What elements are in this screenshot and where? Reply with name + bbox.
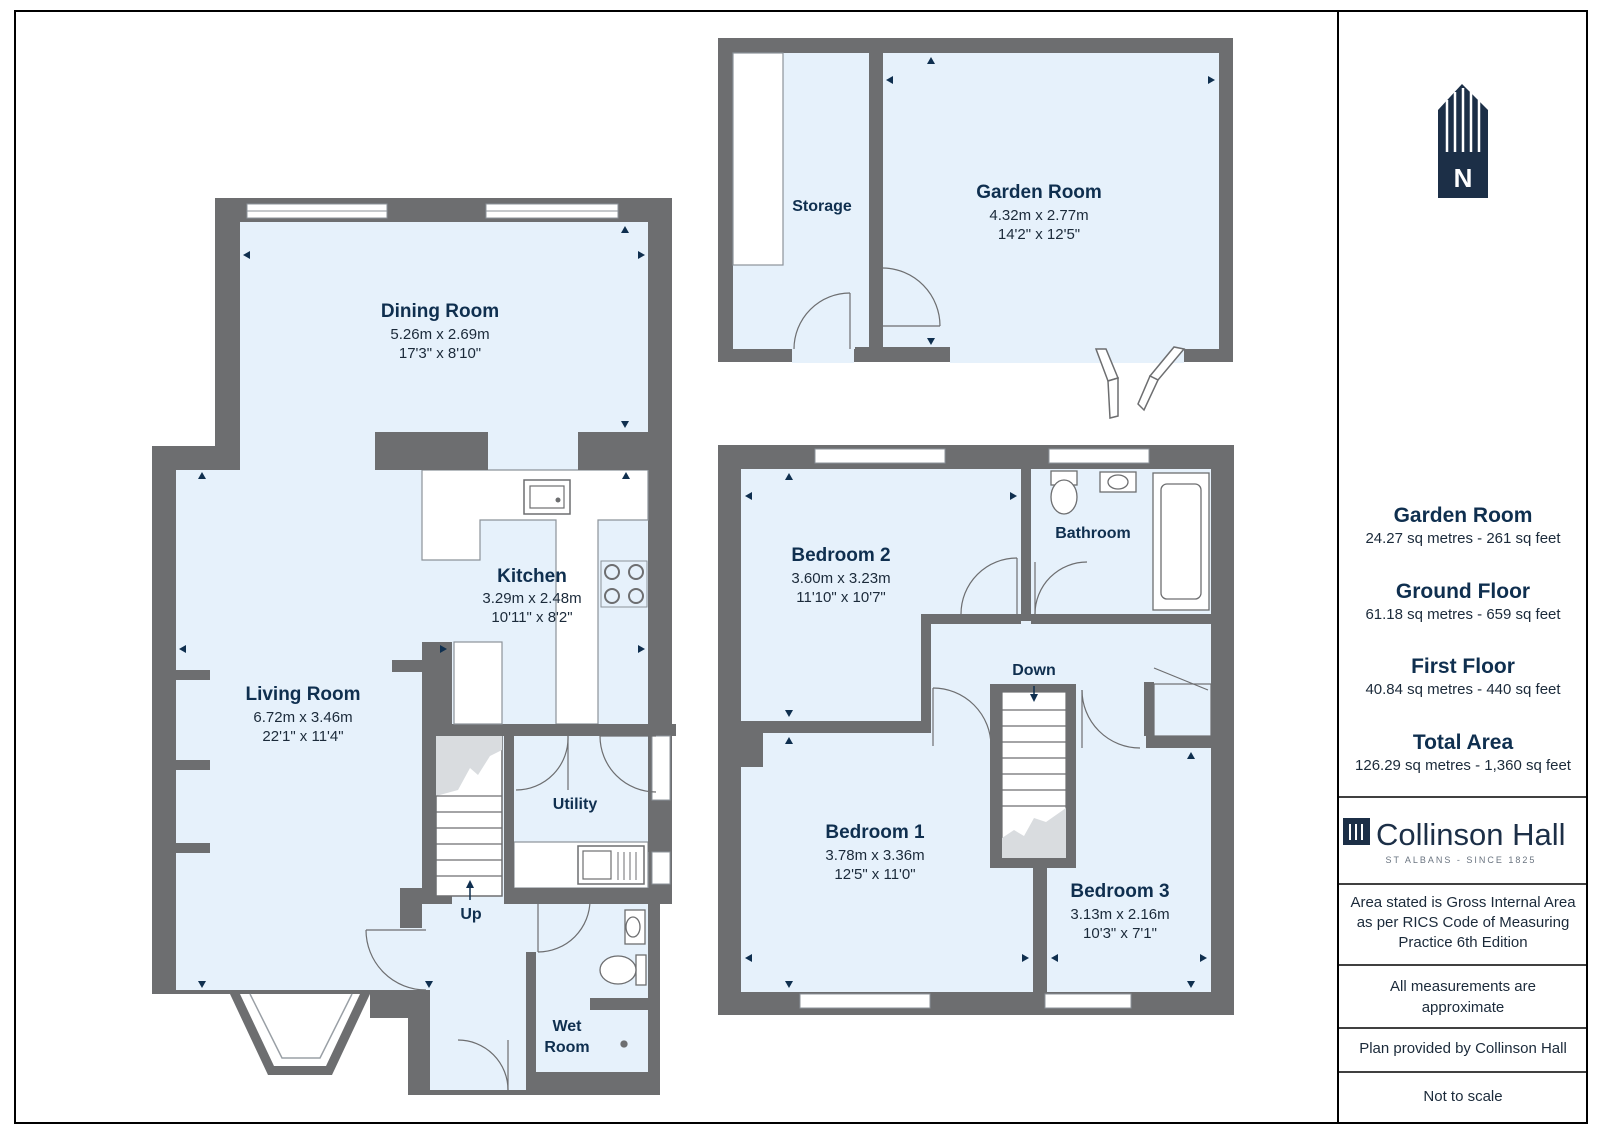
dining-room-metric: 5.26m x 2.69m [390,326,489,343]
kitchen-sink-bowl [529,485,565,509]
living-opening [240,432,380,472]
living-fill [420,896,430,990]
area-value-first: 40.84 sq metres - 440 sq feet [1365,681,1561,698]
bathroom-fixtures [1050,470,1210,611]
brand-tagline: ST ALBANS - SINCE 1825 [1386,855,1537,865]
kitchen-metric: 3.29m x 2.48m [482,590,581,607]
kitchen-opening [488,430,578,474]
storage-shelf [732,52,784,266]
kitchen-imperial: 10'11" x 8'2" [491,609,572,626]
compass-label: N [1454,163,1473,193]
first-dimension-markers [745,473,1207,988]
garden-door-wall [855,347,950,362]
living-room-imperial: 22'1" x 11'4" [262,728,343,745]
bathroom-name: Bathroom [1055,525,1131,542]
first-windows [799,448,1150,1009]
brand-name: Collinson Hall [1376,817,1566,852]
staircase-down [990,684,1076,868]
living-room-floor [176,470,424,990]
living-room-name: Living Room [245,684,360,705]
area-title-garden: Garden Room [1394,504,1533,527]
storage-divider-stub [869,326,883,349]
note-provided: Plan provided by Collinson Hall [1359,1040,1567,1057]
garden-door-gap [950,347,1184,363]
area-value-ground: 61.18 sq metres - 659 sq feet [1365,606,1561,623]
garden-room-floor [883,53,1219,349]
living-room-metric: 6.72m x 3.46m [253,709,352,726]
first-door-swings [932,557,1141,749]
storage-name: Storage [792,198,852,215]
airing-cupboard-door [1153,667,1209,691]
ground-floor: Dining Room 5.26m x 2.69m 17'3" x 8'10" … [152,198,676,1095]
bay-window-inner [240,994,360,1066]
ground-dimension-markers [179,226,645,988]
area-value-garden: 24.27 sq metres - 261 sq feet [1365,530,1561,547]
wet-room-name-1: Wet [552,1018,582,1035]
garden-door-swings [793,267,941,350]
dining-room-imperial: 17'3" x 8'10" [399,345,481,362]
kitchen-name: Kitchen [497,566,567,587]
garden-room-metric: 4.32m x 2.77m [989,207,1088,224]
staircase-up [435,735,503,900]
ground-windows [246,203,671,885]
area-title-first: First Floor [1411,655,1515,678]
ground-door-swings [365,735,657,1091]
note-scale: Not to scale [1423,1088,1502,1105]
bedroom-2-metric: 3.60m x 3.23m [791,570,890,587]
bedroom-1-metric: 3.78m x 3.36m [825,847,924,864]
note-gia-3: Practice 6th Edition [1398,934,1527,951]
garden-room-name: Garden Room [976,182,1102,203]
bedroom-3-imperial: 10'3" x 7'1" [1083,925,1157,942]
garden-room-imperial: 14'2" x 12'5" [998,226,1080,243]
hob-icon [604,564,644,604]
area-title-total: Total Area [1413,731,1514,754]
dining-room-floor [240,222,648,432]
utility-sink-bowl [582,850,612,880]
note-gia-1: Area stated is Gross Internal Area [1350,894,1576,911]
compass-icon: N [1438,84,1488,198]
bedroom-2-name: Bedroom 2 [791,545,890,566]
note-gia-2: as per RICS Code of Measuring [1357,914,1570,931]
bedroom-3-metric: 3.13m x 2.16m [1070,906,1169,923]
storage-door-gap [792,347,854,363]
airing-cupboard [1153,683,1212,737]
kitchen-sink-icon [523,479,571,515]
wet-room-name-2: Room [544,1039,589,1056]
dining-room-name: Dining Room [381,301,499,322]
bedroom-2-imperial: 11'10" x 10'7" [796,589,886,606]
bedroom-1-name: Bedroom 1 [825,822,925,843]
first-floor: Bedroom 2 3.60m x 3.23m 11'10" x 10'7" B… [718,445,1234,1015]
brand-logo-icon [1343,818,1370,845]
bay-glazing [249,993,353,1059]
bedroom-1-imperial: 12'5" x 11'0" [834,866,915,883]
kitchen-unit [453,641,503,725]
area-title-ground: Ground Floor [1396,580,1530,603]
bedroom-1-floor [741,733,1033,992]
info-panel: N Garden Room 24.27 sq metres - 261 sq f… [1338,84,1587,1105]
bifold-doors [1094,346,1186,419]
garden-dimension-markers [886,57,1215,345]
storage-divider-wall [869,53,883,268]
area-value-total: 126.29 sq metres - 1,360 sq feet [1355,757,1572,774]
bedroom-3-name: Bedroom 3 [1070,881,1169,902]
kitchen-tap [555,497,561,503]
utility-name: Utility [553,796,598,813]
note-approx-1: All measurements are [1390,978,1536,995]
note-approx-2: approximate [1422,999,1505,1016]
garden-building: Storage Garden Room 4.32m x 2.77m 14'2" … [718,38,1233,419]
stairs-up-label: Up [460,906,482,923]
wet-room-fixtures [599,909,647,1048]
stairs-down-label: Down [1012,662,1056,679]
utility-drainer [617,852,637,880]
hob-outline [600,560,648,608]
first-internal-walls [741,469,1211,992]
